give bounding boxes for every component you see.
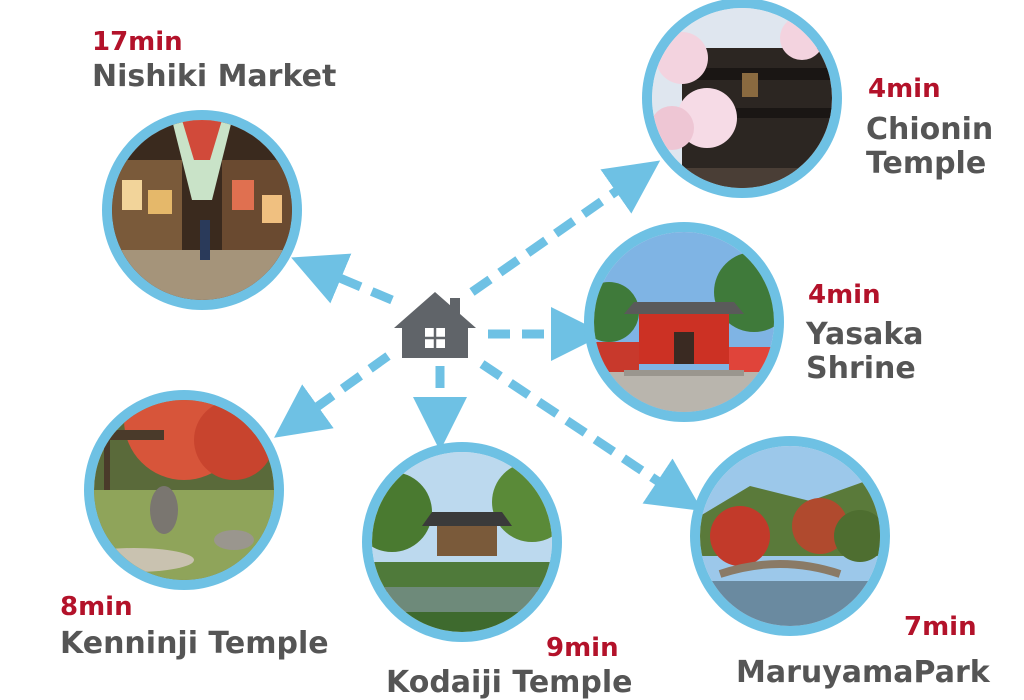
nishiki-market-time: 17min (92, 27, 183, 57)
chionin-temple-label-line2: Temple (866, 146, 987, 181)
nishiki-market-label: Nishiki Market (92, 59, 337, 94)
arrow-to-maruyama-park (479, 360, 703, 511)
kenninji-temple-photo (94, 400, 274, 580)
kodaiji-temple-photo (372, 452, 552, 632)
yasaka-shrine-photo (594, 232, 774, 412)
house-icon (392, 290, 478, 360)
maruyama-park-photo (700, 446, 880, 626)
chionin-temple-time: 4min (868, 74, 941, 104)
chionin-temple-photo (652, 8, 832, 188)
nishiki-market-photo (112, 120, 292, 300)
maruyama-park-time: 7min (904, 612, 977, 642)
chionin-temple-label-line1: Chionin (866, 112, 994, 147)
kenninji-temple-label: Kenninji Temple (60, 626, 329, 661)
yasaka-shrine-time: 4min (808, 280, 881, 310)
arrow-to-kenninji-temple (274, 352, 391, 438)
kenninji-temple-time: 8min (60, 592, 133, 622)
yasaka-shrine-label-line2: Shrine (806, 351, 916, 386)
arrow-to-nishiki-market (291, 253, 394, 305)
maruyama-park-label: MaruyamaPark (736, 655, 990, 690)
kodaiji-temple-label: Kodaiji Temple (386, 665, 633, 700)
yasaka-shrine-label-line1: Yasaka (806, 317, 924, 352)
kodaiji-temple-time: 9min (546, 633, 619, 663)
